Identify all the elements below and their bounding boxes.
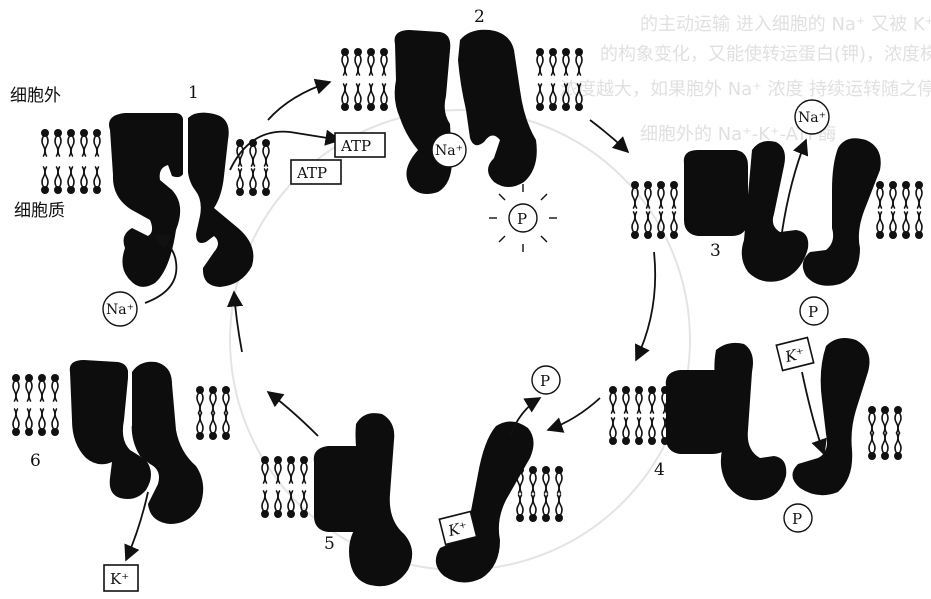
- na-ion-s3: Na⁺: [795, 100, 829, 134]
- pump-protein-s2-left: [395, 30, 452, 194]
- pump-state-6: 6 K⁺: [12, 360, 230, 591]
- pump-state-4: 4 K⁺ P: [609, 338, 902, 532]
- na-ion-s2: Na⁺: [432, 133, 466, 167]
- na-exit-arrow: [782, 140, 806, 232]
- membrane-right-s6: [196, 386, 230, 440]
- svg-text:P: P: [808, 303, 818, 321]
- pump-state-2: 2 Na⁺ P: [341, 7, 583, 252]
- membrane-left-s3: [631, 181, 678, 239]
- svg-text:P: P: [517, 210, 527, 228]
- pump-state-5: 5 K⁺ P: [261, 366, 563, 586]
- membrane-left-s2: [341, 48, 388, 111]
- step-number-5: 5: [324, 534, 335, 554]
- pump-protein-s6-right: [132, 362, 204, 524]
- step-number-2: 2: [474, 7, 485, 27]
- svg-text:ATP: ATP: [296, 164, 327, 182]
- svg-text:Na⁺: Na⁺: [106, 302, 134, 318]
- step-number-4: 4: [654, 460, 665, 480]
- label-cytoplasm: 细胞质: [14, 201, 65, 221]
- arrow-5-to-6: [268, 392, 318, 436]
- phosphate-s2: P: [489, 184, 557, 252]
- k-entry-arrow: [802, 372, 824, 454]
- membrane-right-s3: [876, 181, 923, 239]
- phosphate-s4: P: [784, 504, 812, 532]
- pump-state-1: 1 细胞外 细胞质 Na⁺: [10, 83, 270, 326]
- atp-box-out: ATP: [335, 133, 385, 157]
- bleed-line-2: 的构象变化，又能使转运蛋白(钾)，浓度梯度越大，转运频率越: [600, 44, 931, 65]
- pump-protein-s1: [109, 113, 185, 287]
- membrane-left-s1: [41, 129, 101, 194]
- arrow-4-to-5: [548, 398, 600, 430]
- pump-protein-s1-right: [188, 113, 254, 287]
- membrane-left-s5: [261, 456, 308, 518]
- arrow-2-to-3: [590, 120, 628, 152]
- step-number-6: 6: [30, 451, 41, 471]
- pump-protein-s5-right: [436, 421, 534, 582]
- membrane-right-s5: [516, 466, 563, 522]
- bleed-line-1: 的主动运输 进入细胞的 Na⁺ 又被 K⁺ 离子排出细胞，维持了 Na⁺ 的浓度: [640, 14, 931, 35]
- label-extracellular: 细胞外: [10, 86, 61, 106]
- k-ion-box-s4: K⁺: [776, 338, 813, 371]
- pump-protein-s2-right: [458, 30, 537, 187]
- arrow-1-to-2: [268, 82, 330, 120]
- pump-protein-s3-right: [803, 138, 881, 286]
- membrane-left-s4: [609, 386, 669, 445]
- background-bleed-text: 的主动运输 进入细胞的 Na⁺ 又被 K⁺ 离子排出细胞，维持了 Na⁺ 的浓度…: [560, 14, 931, 145]
- svg-text:Na⁺: Na⁺: [435, 143, 463, 159]
- k-ion-box-s6: K⁺: [104, 565, 138, 591]
- svg-text:P: P: [540, 372, 550, 390]
- phosphate-s3: P: [800, 297, 828, 325]
- svg-text:K⁺: K⁺: [110, 570, 129, 588]
- svg-text:Na⁺: Na⁺: [798, 110, 826, 126]
- membrane-right-s4: [868, 406, 902, 460]
- membrane-left-s6: [12, 374, 59, 436]
- step-number-3: 3: [710, 241, 721, 261]
- membrane-right-s1: [236, 139, 270, 196]
- svg-text:ATP: ATP: [340, 137, 371, 155]
- svg-text:P: P: [792, 510, 802, 528]
- atp-box-in: ATP: [291, 160, 341, 184]
- na-ion-s1: Na⁺: [103, 292, 137, 326]
- pump-protein-s4-left: [714, 343, 786, 500]
- arrow-6-to-1: [234, 292, 242, 352]
- bleed-line-3: 浓度越大，如果胞外 Na⁺ 浓度 持续运转随之停止，所以称: [560, 79, 931, 100]
- arrow-3-to-4: [636, 252, 655, 360]
- pump-protein-s3-block: [684, 150, 748, 236]
- phosphate-s5: P: [532, 366, 560, 394]
- k-release-arrow: [126, 492, 148, 560]
- step-number-1: 1: [188, 83, 199, 103]
